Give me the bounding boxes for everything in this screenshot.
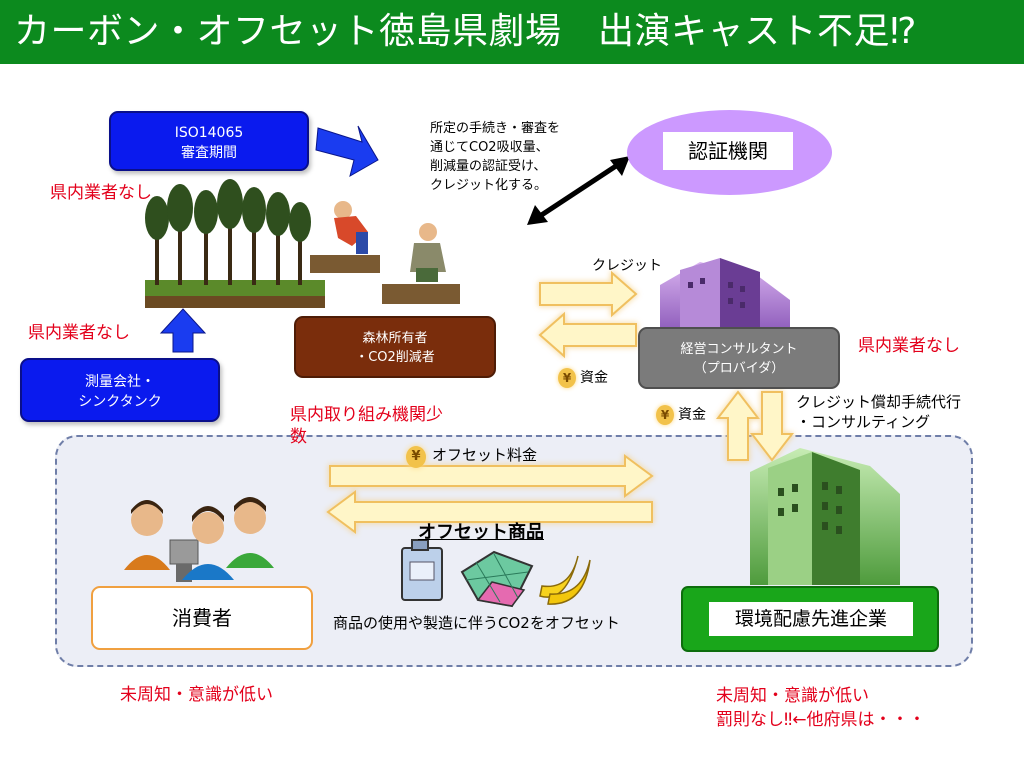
- funds-text-1: 資金: [580, 370, 608, 386]
- annotation-consumer-issue: 未周知・意識が低い: [120, 685, 273, 705]
- process-note-line-3: 削減量の認証受け、: [430, 159, 547, 174]
- iso-review-line-2: 審査期間: [181, 145, 237, 161]
- consultant-line-2: （プロバイダ）: [693, 361, 785, 376]
- annotation-no-local-survey: 県内業者なし: [28, 323, 130, 343]
- offset-products-caption: 商品の使用や製造に伴うCO2をオフセット: [333, 614, 620, 632]
- credit-label: クレジット: [592, 258, 662, 274]
- annotation-no-local-iso: 県内業者なし: [50, 183, 152, 203]
- annotation-few-local-orgs: 県内取り組み機関少 数: [290, 404, 443, 448]
- company-box: 環境配慮先進企業: [681, 586, 939, 652]
- cert-body-label: 認証機関: [663, 132, 793, 170]
- offset-fee-label: ¥ オフセット料金: [406, 444, 537, 468]
- annotation-company-issue: 未周知・意識が低い 罰則なし‼←他府県は・・・: [716, 684, 926, 732]
- blanket-icon: [460, 550, 534, 608]
- iso-to-forest-arrow: [315, 125, 379, 178]
- title-bar: カーボン・オフセット徳島県劇場 出演キャスト不足⁉: [0, 0, 1024, 64]
- process-note-line-4: クレジット化する。: [430, 178, 548, 193]
- funds-arrow-up: [715, 390, 761, 461]
- credit-arrow-right: [539, 270, 638, 318]
- company-building-icon: [750, 448, 900, 585]
- survey-company-box: 測量会社・ シンクタンク: [20, 358, 220, 422]
- consultant-service-line-1: クレジット償却手続代行: [796, 393, 962, 411]
- gas-can-icon: [401, 539, 443, 601]
- service-arrow-down: [749, 391, 795, 462]
- process-note-line-2: 通じてCO2吸収量、: [430, 140, 549, 155]
- banana-icon: [539, 555, 591, 605]
- process-note: 所定の手続き・審査を 通じてCO2吸収量、 削減量の認証受け、 クレジット化する…: [430, 119, 560, 195]
- funds-label-2: ¥資金: [656, 404, 706, 425]
- annotation-few-local-orgs-line-2: 数: [290, 427, 307, 447]
- funds-label-1: ¥資金: [558, 367, 608, 388]
- offset-fee-text: オフセット料金: [432, 446, 538, 464]
- farmer-icon: [310, 201, 460, 304]
- forest-owner-box: 森林所有者 ・CO2削減者: [294, 316, 496, 378]
- funds-text-2: 資金: [678, 407, 706, 423]
- annotation-company-issue-line-2: 罰則なし‼←他府県は・・・: [716, 710, 926, 730]
- building-icon: [660, 258, 790, 335]
- iso-review-line-1: ISO14065: [174, 125, 244, 141]
- coin-icon: ¥: [656, 405, 674, 425]
- offset-products-heading: オフセット商品: [418, 522, 544, 543]
- forest-icon: [145, 179, 325, 308]
- coin-icon: ¥: [558, 368, 576, 388]
- consultant-box: 経営コンサルタント （プロバイダ）: [638, 327, 840, 389]
- funds-arrow-left: [538, 311, 637, 359]
- iso-review-box: ISO14065 審査期間: [109, 111, 309, 171]
- annotation-few-local-orgs-line-1: 県内取り組み機関少: [290, 405, 443, 425]
- cert-double-arrow: [527, 156, 630, 225]
- consultant-service-label: クレジット償却手続代行 ・コンサルティング: [796, 392, 961, 432]
- consumer-box: 消費者: [91, 586, 313, 650]
- survey-to-forest-arrow: [159, 308, 207, 353]
- annotation-company-issue-line-1: 未周知・意識が低い: [716, 686, 869, 706]
- consultant-line-1: 経営コンサルタント: [680, 342, 798, 357]
- forest-owner-line-2: ・CO2削減者: [355, 350, 435, 365]
- company-label: 環境配慮先進企業: [709, 602, 913, 636]
- process-note-line-1: 所定の手続き・審査を: [430, 121, 561, 136]
- consultant-service-line-2: ・コンサルティング: [796, 413, 931, 431]
- forest-owner-line-1: 森林所有者: [362, 331, 428, 346]
- survey-company-line-2: シンクタンク: [78, 394, 162, 410]
- annotation-no-local-consultant: 県内業者なし: [858, 336, 960, 356]
- offset-fee-arrow-left: [326, 490, 653, 534]
- people-icon: [124, 497, 274, 582]
- coin-icon: ¥: [406, 446, 426, 468]
- survey-company-line-1: 測量会社・: [85, 374, 155, 390]
